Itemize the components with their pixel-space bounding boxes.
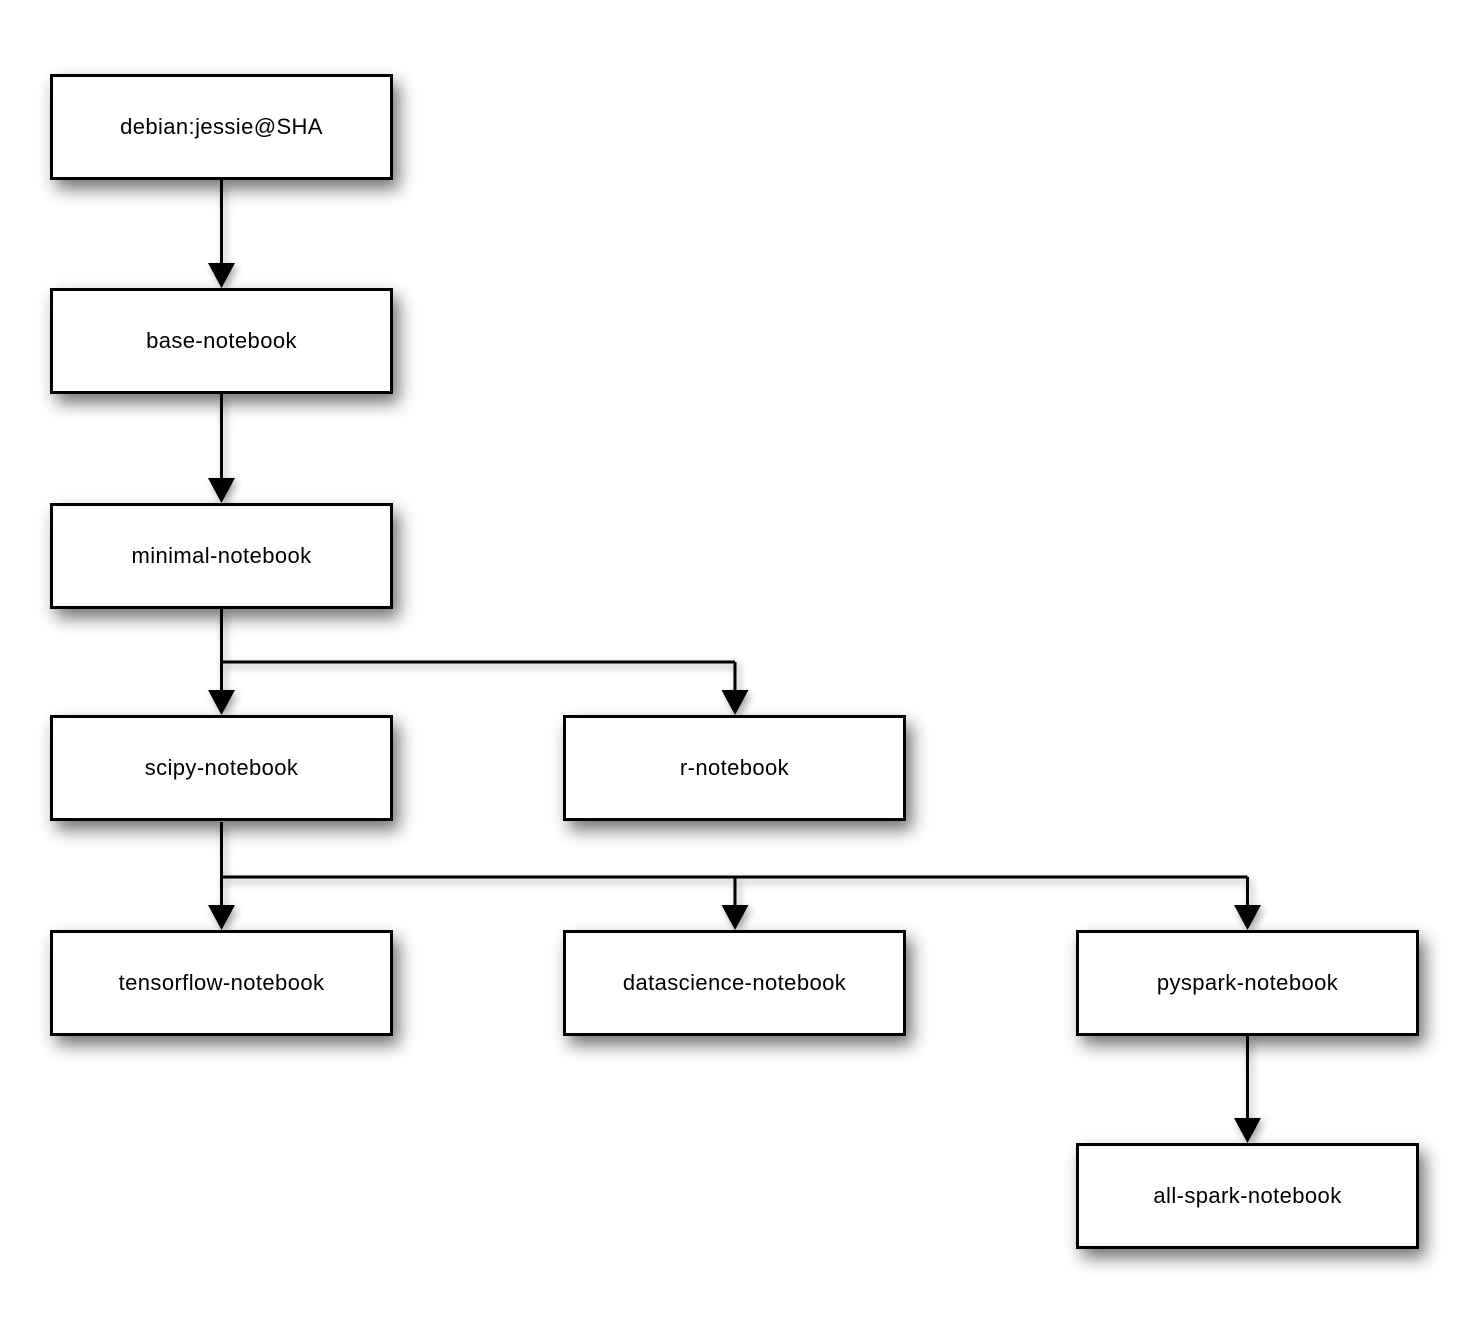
node-debian-jessie-sha: debian:jessie@SHA [50,74,393,180]
node-label: datascience-notebook [622,970,847,995]
node-pyspark-notebook: pyspark-notebook [1076,930,1419,1036]
edge-debian-to-base [208,180,235,288]
node-minimal-notebook: minimal-notebook [50,503,393,609]
node-base-notebook: base-notebook [50,288,393,394]
node-tensorflow-notebook: tensorflow-notebook [50,930,393,1036]
node-label: pyspark-notebook [1156,970,1339,995]
node-label: minimal-notebook [131,543,312,568]
node-label: all-spark-notebook [1153,1183,1342,1208]
node-r-notebook: r-notebook [563,715,906,821]
edge-scipy-branch [208,822,1261,930]
node-label: scipy-notebook [144,755,299,780]
edge-pyspark-to-allspark [1234,1036,1261,1143]
node-all-spark-notebook: all-spark-notebook [1076,1143,1419,1249]
node-label: r-notebook [679,755,790,780]
node-label: base-notebook [146,328,297,353]
edge-base-to-minimal [208,394,235,503]
node-label: debian:jessie@SHA [120,114,323,139]
edge-minimal-branch [208,608,749,715]
node-label: tensorflow-notebook [118,970,325,995]
node-datascience-notebook: datascience-notebook [563,930,906,1036]
node-scipy-notebook: scipy-notebook [50,715,393,821]
